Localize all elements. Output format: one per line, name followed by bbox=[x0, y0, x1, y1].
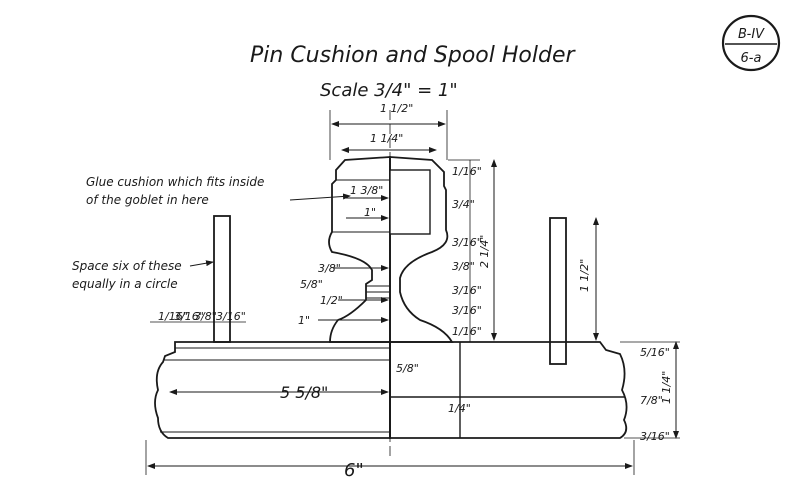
dim-neck-a: 3/8" bbox=[318, 262, 341, 275]
dim-seg7: 1/16" bbox=[452, 325, 482, 338]
dim-base-top: 5/16" bbox=[640, 346, 670, 359]
dim-left-1: 1/16" bbox=[158, 310, 188, 323]
space-leader bbox=[189, 260, 214, 267]
dim-neck-b: 5/8" bbox=[300, 278, 323, 291]
dim-inner-a: 1 3/8" bbox=[350, 184, 383, 197]
dim-seg6: 3/16" bbox=[452, 304, 482, 317]
top-dims: 1 1/2" 1 1/4" 1 3/8" 1" bbox=[329, 102, 448, 221]
space-note-line1: Space six of these bbox=[72, 259, 182, 273]
scale-label: Scale 3/4" = 1" bbox=[320, 80, 458, 101]
dim-base-total: 1 1/4" bbox=[660, 371, 673, 404]
dim-bottom-w: 5/8" bbox=[396, 362, 419, 375]
dim-seg5: 3/16" bbox=[452, 284, 482, 297]
dim-inner-b: 1" bbox=[364, 206, 376, 219]
glue-note-line1: Glue cushion which fits inside bbox=[86, 175, 264, 189]
dim-base-bot: 3/16" bbox=[640, 430, 670, 443]
dim-seg3: 3/16" bbox=[452, 236, 482, 249]
dim-left-2: 3/16" bbox=[174, 310, 204, 323]
plate-top: B-IV bbox=[738, 27, 765, 42]
drawing-title: Pin Cushion and Spool Holder bbox=[250, 43, 576, 68]
dim-seg2: 3/4" bbox=[452, 198, 475, 211]
dim-inner-dia: 5 5/8" bbox=[280, 383, 328, 402]
dim-foot: 1" bbox=[298, 314, 310, 327]
left-peg bbox=[213, 215, 231, 343]
dim-peg: 1 1/2" bbox=[578, 259, 591, 292]
dim-cup-width: 1 1/4" bbox=[370, 132, 403, 145]
column-dims: 1/16" 3/4" 3/16" 3/8" 3/16" 3/16" 1/16" … bbox=[448, 159, 500, 343]
base-block bbox=[154, 341, 628, 439]
dim-top-width: 1 1/2" bbox=[380, 102, 413, 115]
right-peg bbox=[549, 217, 567, 365]
dim-left-3: 3/8" bbox=[194, 310, 217, 323]
dim-total-dia: 6" bbox=[344, 460, 364, 480]
neck-dims: 3/8" 5/8" 1/2" 1" bbox=[298, 262, 389, 327]
goblet-section bbox=[389, 156, 454, 343]
space-note-line2: equally in a circle bbox=[72, 277, 178, 291]
dim-seg4: 3/8" bbox=[452, 260, 475, 273]
dim-base-mid: 7/8" bbox=[640, 394, 663, 407]
dim-left-4: 3/16" bbox=[216, 310, 246, 323]
glue-note-line2: of the goblet in here bbox=[86, 193, 209, 207]
base-dims: 1 1/4" 5/16" 7/8" 3/16" bbox=[620, 341, 680, 443]
glue-leader bbox=[289, 193, 351, 201]
dim-seg1: 1/16" bbox=[452, 165, 482, 178]
goblet-exterior bbox=[328, 156, 391, 343]
plate-badge: B-IV 6-a bbox=[721, 14, 781, 72]
dim-col-h: 2 1/4" bbox=[478, 235, 491, 268]
plate-bottom: 6-a bbox=[741, 51, 762, 66]
dim-neck-c: 1/2" bbox=[320, 294, 343, 307]
dim-bottom-w2: 1/4" bbox=[448, 402, 471, 415]
left-small-dims: 1/16" 3/16" 3/8" 3/16" bbox=[150, 310, 246, 323]
